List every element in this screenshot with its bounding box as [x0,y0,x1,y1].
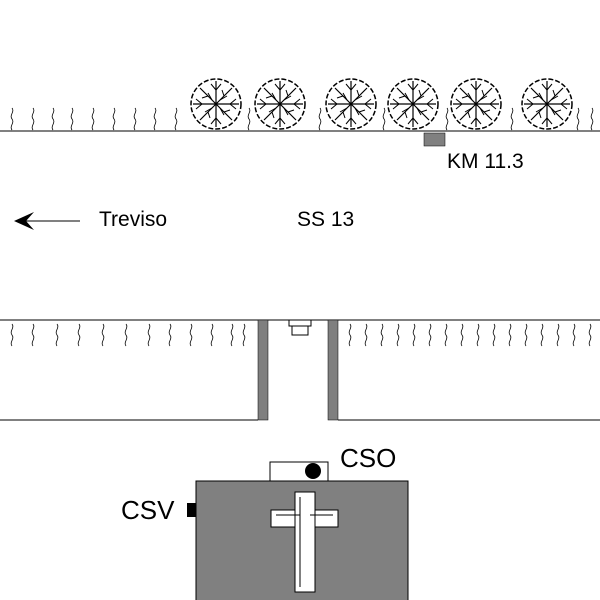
tree-row [190,78,573,130]
wall-left [257,319,269,421]
grass-tuft-icon [91,107,95,131]
gate-marker-icon [288,319,312,336]
grass-tuft-icon [510,107,514,131]
grass-tuft-icon [31,107,35,131]
tree-icon [450,78,502,130]
grass-tuft-icon [445,107,449,131]
grass-tuft-icon [508,323,512,347]
grass-tuft-icon [524,323,528,347]
grass-tuft-icon [572,323,576,347]
tree-icon [190,78,242,130]
grass-tuft-icon [396,323,400,347]
grass-tuft-icon [364,323,368,347]
csv-label: CSV [121,495,175,525]
grass-tuft-icon [492,323,496,347]
km-marker-label: KM 11.3 [447,150,524,173]
grass-tuft-icon [460,323,464,347]
grass-tuft-icon [588,323,592,347]
grass-tuft-icon [444,323,448,347]
grass-tuft-icon [428,323,432,347]
grass-tuft-icon [101,323,105,347]
grass-tuft-icon [230,323,234,347]
grass-tuft-icon [174,107,178,131]
grass-tuft-icon [412,323,416,347]
grass-tuft-icon [247,107,251,131]
grass-tuft-icon [318,107,322,131]
tree-icon [521,78,573,130]
grass-tuft-icon [147,323,151,347]
tree-icon [325,78,377,130]
grass-tuft-icon [556,323,560,347]
grass-tuft-icon [10,323,14,347]
road-name-label: SS 13 [297,208,354,231]
cso-label: CSO [340,443,396,473]
cross-icon [270,491,339,593]
grass-tuft-icon [210,323,214,347]
direction-label: Treviso [99,208,167,231]
grass-tuft-icon [10,107,14,131]
grass-tuft-icon [55,323,59,347]
tree-icon [387,78,439,130]
grass-tuft-icon [70,107,74,131]
grass-tuft-icon [77,323,81,347]
grass-tuft-icon [242,323,246,347]
grass-tuft-icon [133,107,137,131]
grass-tuft-icon [382,107,386,131]
grass-tuft-icon [112,107,116,131]
grass-tuft-icon [31,323,35,347]
grass-tuft-icon [189,323,193,347]
grass-tuft-icon [590,107,594,131]
grass-tuft-icon [168,323,172,347]
km-marker-post [423,132,446,147]
grass-tuft-icon [576,107,580,131]
grass-tuft-icon [51,107,55,131]
grass-tuft-icon [476,323,480,347]
grass-tuft-icon [380,323,384,347]
wall-right [327,319,339,421]
grass-tuft-icon [540,323,544,347]
csv-point-icon [187,503,196,517]
grass-tuft-icon [153,107,157,131]
grass-tuft-icon [124,323,128,347]
tree-icon [254,78,306,130]
cso-point-icon [305,463,321,479]
arrow-left-icon [14,212,80,230]
grass-tuft-icon [348,323,352,347]
